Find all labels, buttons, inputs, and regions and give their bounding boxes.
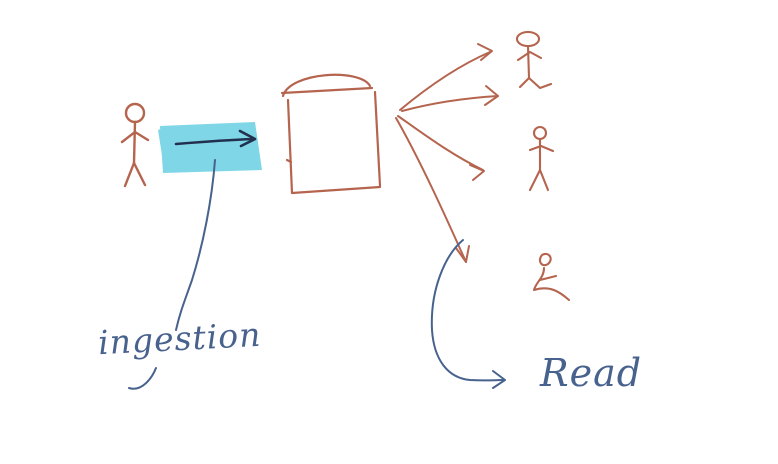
data-store-box-icon bbox=[280, 73, 382, 195]
reader-stick-figure-icon bbox=[528, 125, 555, 192]
ingestion-arrow bbox=[174, 129, 257, 148]
ingestion-label: ingestion bbox=[97, 314, 263, 363]
writer-stick-figure-icon bbox=[120, 102, 150, 188]
reader-stick-figure-icon bbox=[515, 30, 553, 90]
ingestion-highlight-block bbox=[158, 122, 262, 173]
read-pointer-line bbox=[430, 239, 506, 389]
reader-stick-figure-icon bbox=[532, 252, 571, 302]
fan-out-arrows bbox=[395, 43, 499, 263]
ingestion-pointer-line bbox=[128, 159, 216, 390]
read-label: Read bbox=[540, 351, 643, 395]
